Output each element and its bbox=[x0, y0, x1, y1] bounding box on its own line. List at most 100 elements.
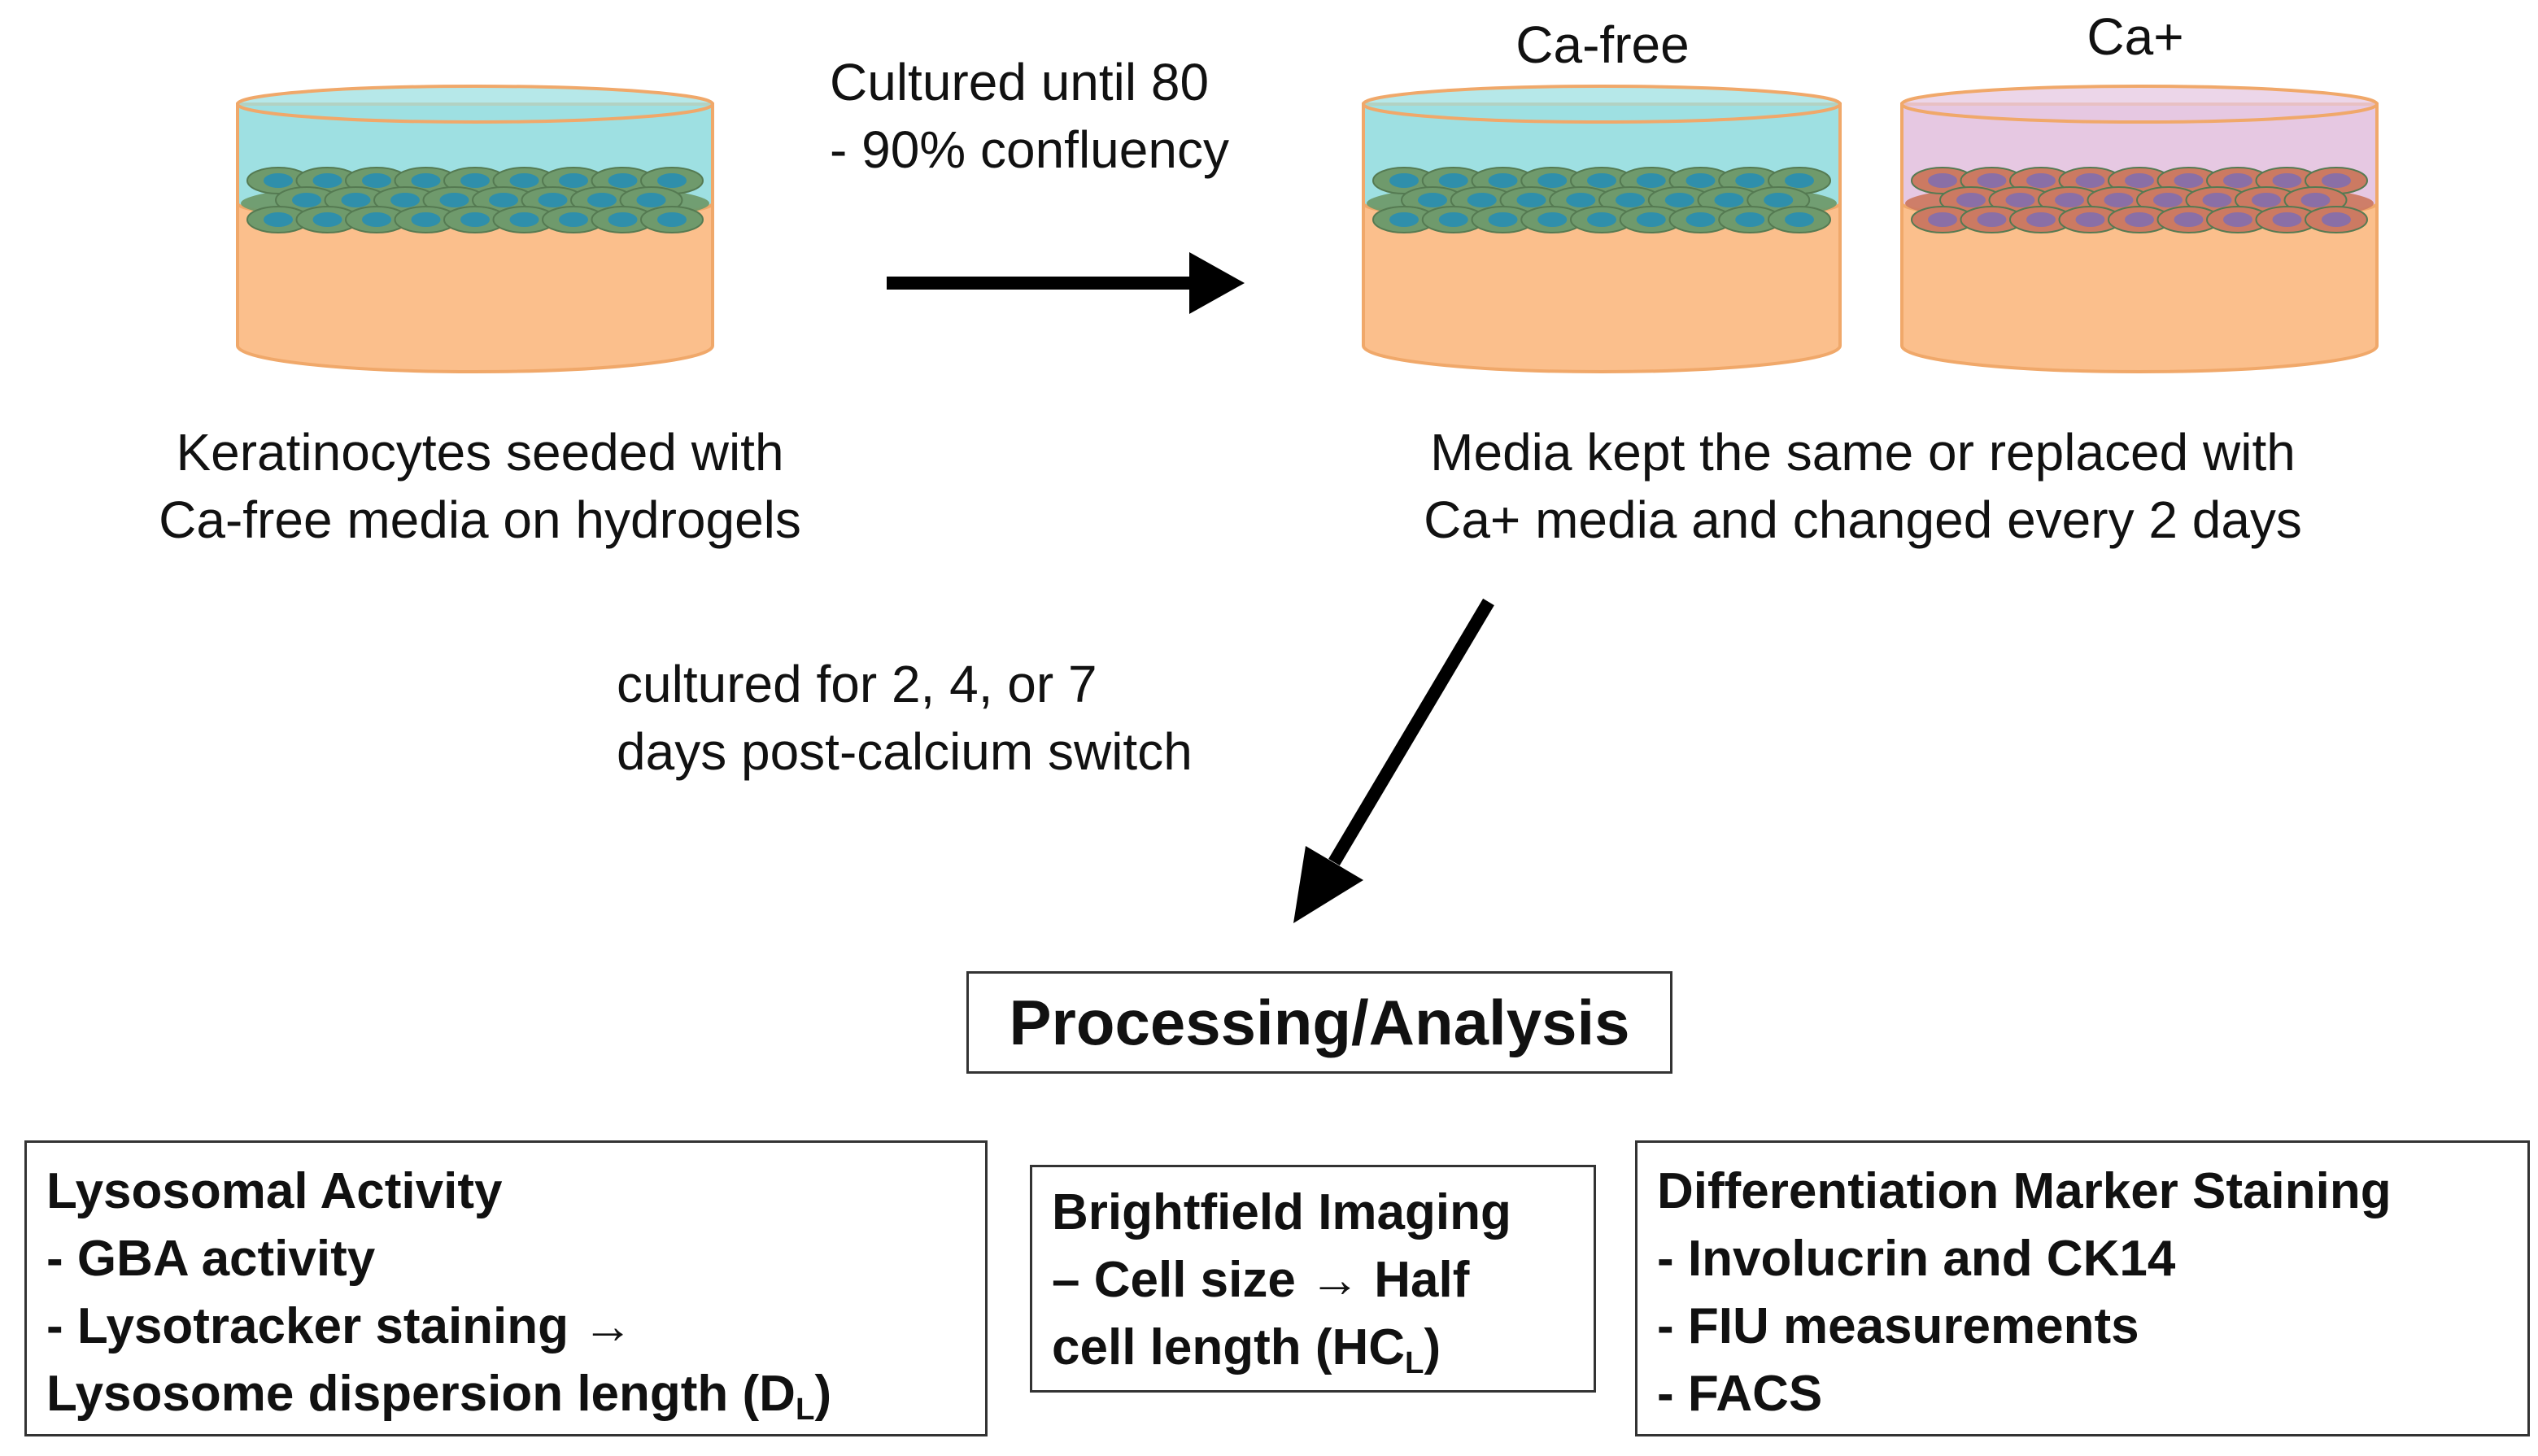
cell-nucleus bbox=[509, 173, 539, 188]
lysosomal-item-dispersion: Lysosome dispersion length (DL) bbox=[46, 1360, 985, 1430]
petri-dish-ca-plus bbox=[1900, 85, 2379, 373]
cell-nucleus bbox=[460, 173, 490, 188]
cell-nucleus bbox=[390, 193, 420, 207]
cell-nucleus bbox=[264, 173, 293, 188]
processing-analysis-box: Processing/Analysis bbox=[966, 971, 1672, 1074]
arrow1-label: Cultured until 80 - 90% confluency bbox=[830, 49, 1229, 184]
cell-nucleus bbox=[657, 173, 687, 188]
cell-nucleus bbox=[411, 173, 441, 188]
cell-nucleus bbox=[1977, 212, 2007, 227]
dispersion-text: Lysosome dispersion length (D bbox=[46, 1366, 796, 1423]
lysosomal-item-gba: - GBA activity bbox=[46, 1231, 376, 1288]
dish-label-ca-plus: Ca+ bbox=[2087, 7, 2184, 66]
cell-nucleus bbox=[538, 193, 568, 207]
cell-nucleus bbox=[411, 212, 441, 227]
arrow1-label-line1: Cultured until 80 bbox=[830, 53, 1210, 111]
cell-nucleus bbox=[1785, 173, 1814, 188]
step2-caption-line1: Media kept the same or replaced with bbox=[1430, 423, 2296, 482]
half-cell-close: ) bbox=[1424, 1319, 1441, 1376]
cell-nucleus bbox=[2104, 193, 2134, 207]
lysosomal-heading: Lysosomal Activity bbox=[46, 1163, 503, 1219]
dispersion-close: ) bbox=[814, 1366, 832, 1423]
step2-caption-line2: Ca+ media and changed every 2 days bbox=[1424, 490, 2302, 550]
dish-rim bbox=[1900, 85, 2379, 124]
cell-nucleus bbox=[1516, 193, 1546, 207]
cell-nucleus bbox=[2174, 173, 2204, 188]
dispersion-subscript: L bbox=[795, 1391, 815, 1427]
cell-nucleus bbox=[1616, 193, 1645, 207]
cell-nucleus bbox=[1488, 212, 1518, 227]
cell-nucleus bbox=[2153, 193, 2183, 207]
cell-nucleus bbox=[1566, 193, 1596, 207]
cell-nucleus bbox=[587, 193, 617, 207]
brightfield-heading: Brightfield Imaging bbox=[1052, 1184, 1511, 1240]
cell-nucleus bbox=[312, 173, 342, 188]
differentiation-item-facs: - FACS bbox=[1657, 1366, 1823, 1423]
cell-nucleus bbox=[1685, 212, 1716, 227]
cell-nucleus bbox=[1928, 212, 1957, 227]
cell-nucleus bbox=[2322, 173, 2351, 188]
cell-nucleus bbox=[341, 193, 371, 207]
cell-nucleus bbox=[1928, 173, 1957, 188]
cell-nucleus bbox=[2125, 212, 2154, 227]
cell-nucleus bbox=[2026, 212, 2056, 227]
dish-base bbox=[1900, 202, 2379, 373]
cell-nucleus bbox=[1537, 173, 1568, 188]
brightfield-imaging-box: Brightfield Imaging – Cell size → Half c… bbox=[1030, 1165, 1596, 1393]
cell-nucleus bbox=[2223, 212, 2252, 227]
cell-nucleus bbox=[1956, 193, 1986, 207]
cell-nucleus bbox=[312, 212, 342, 227]
lysosomal-item-lysotracker: - Lysotracker staining → bbox=[46, 1298, 634, 1355]
cell-nucleus bbox=[1587, 173, 1616, 188]
dish-label-ca-free: Ca-free bbox=[1515, 15, 1690, 74]
cell-nucleus bbox=[2202, 193, 2232, 207]
step1-caption-line2: Ca-free media on hydrogels bbox=[159, 490, 801, 550]
differentiation-marker-box: Differentiation Marker Staining - Involu… bbox=[1635, 1140, 2530, 1436]
cell-nucleus bbox=[1735, 212, 1765, 227]
cell-nucleus bbox=[1764, 193, 1794, 207]
arrow2-label-line2: days post-calcium switch bbox=[617, 722, 1193, 782]
cell-nucleus bbox=[264, 212, 293, 227]
cell-nucleus bbox=[362, 173, 391, 188]
half-cell-subscript: L bbox=[1405, 1345, 1424, 1380]
cell-nucleus bbox=[2075, 173, 2105, 188]
cell-nucleus bbox=[1389, 173, 1419, 188]
cell-nucleus bbox=[460, 212, 490, 227]
cell-nucleus bbox=[1977, 173, 2007, 188]
cell-nucleus bbox=[2125, 173, 2154, 188]
cell-nucleus bbox=[1467, 193, 1497, 207]
cell-nucleus bbox=[1664, 193, 1694, 207]
half-cell-text: cell length (HC bbox=[1052, 1319, 1406, 1376]
cell-nucleus bbox=[292, 193, 321, 207]
differentiation-item-fiu: - FIU measurements bbox=[1657, 1298, 2139, 1355]
petri-dish-ca-free-seeded bbox=[236, 85, 714, 373]
dish-base bbox=[1362, 202, 1842, 373]
cell-nucleus bbox=[2300, 193, 2331, 207]
cell-nucleus bbox=[489, 193, 518, 207]
arrow2-label-line1: cultured for 2, 4, or 7 bbox=[617, 655, 1097, 713]
brightfield-item-half-cell-length: cell length (HCL) bbox=[1052, 1314, 1594, 1384]
cell-nucleus bbox=[657, 212, 687, 227]
dish-base bbox=[236, 202, 714, 373]
down-left-arrow-icon bbox=[1293, 598, 1494, 923]
cell-nucleus bbox=[608, 212, 638, 227]
cell-nucleus bbox=[2223, 173, 2252, 188]
cell-nucleus bbox=[2174, 212, 2204, 227]
cell-nucleus bbox=[1587, 212, 1616, 227]
cell-nucleus bbox=[559, 173, 588, 188]
cell-nucleus bbox=[1636, 173, 1666, 188]
cell-nucleus bbox=[1636, 212, 1666, 227]
dish-rim bbox=[1362, 85, 1842, 124]
cell-nucleus bbox=[608, 173, 638, 188]
right-arrow-icon bbox=[887, 252, 1245, 314]
cell-nucleus bbox=[2055, 193, 2084, 207]
cell-nucleus bbox=[1785, 212, 1814, 227]
cell-nucleus bbox=[509, 212, 539, 227]
cell-nucleus bbox=[2322, 212, 2351, 227]
processing-analysis-title: Processing/Analysis bbox=[1009, 986, 1630, 1058]
step2-caption: Media kept the same or replaced with Ca+… bbox=[1334, 419, 2392, 554]
cell-nucleus bbox=[2005, 193, 2035, 207]
differentiation-item-involucrin: - Involucrin and CK14 bbox=[1657, 1231, 2176, 1288]
